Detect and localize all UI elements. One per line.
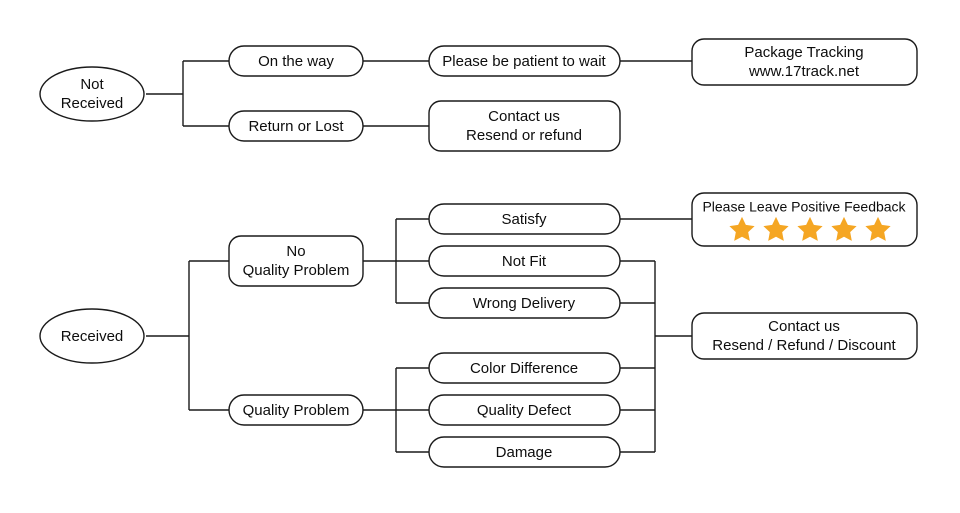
node-contact-us-resend-refund-discount[interactable]: Contact us Resend / Refund / Discount bbox=[691, 312, 918, 360]
node-damage[interactable]: Damage bbox=[428, 436, 621, 468]
node-satisfy-label: Satisfy bbox=[501, 211, 547, 228]
node-contact-us-resend-refund-label-line1: Contact us bbox=[488, 108, 560, 125]
node-quality-defect-label: Quality Defect bbox=[477, 402, 572, 419]
not-received-connectors bbox=[146, 60, 692, 127]
node-color-difference[interactable]: Color Difference bbox=[428, 352, 621, 384]
node-not-fit[interactable]: Not Fit bbox=[428, 245, 621, 277]
node-package-tracking-label-line1: Package Tracking bbox=[744, 44, 863, 61]
node-not-fit-label: Not Fit bbox=[502, 253, 547, 270]
node-not-received-label-line1: Not bbox=[80, 76, 104, 93]
node-satisfy[interactable]: Satisfy bbox=[428, 203, 621, 235]
node-contact-us-resend-refund-discount-label-line1: Contact us bbox=[768, 318, 840, 335]
node-on-the-way[interactable]: On the way bbox=[228, 45, 364, 77]
node-quality-problem[interactable]: Quality Problem bbox=[228, 394, 364, 426]
node-please-be-patient[interactable]: Please be patient to wait bbox=[428, 45, 621, 77]
node-no-quality-problem-label-line2: Quality Problem bbox=[243, 262, 350, 279]
node-quality-problem-label: Quality Problem bbox=[243, 402, 350, 419]
node-contact-us-resend-refund-discount-label-line2: Resend / Refund / Discount bbox=[712, 337, 896, 354]
node-return-or-lost-label: Return or Lost bbox=[248, 118, 344, 135]
node-on-the-way-label: On the way bbox=[258, 53, 334, 70]
received-connectors bbox=[146, 218, 692, 453]
node-color-difference-label: Color Difference bbox=[470, 360, 578, 377]
node-package-tracking-label-line2: www.17track.net bbox=[748, 63, 860, 80]
node-no-quality-problem[interactable]: No Quality Problem bbox=[228, 235, 364, 287]
node-not-received-label-line2: Received bbox=[61, 95, 124, 112]
node-wrong-delivery-label: Wrong Delivery bbox=[473, 295, 576, 312]
node-no-quality-problem-label-line1: No bbox=[286, 243, 305, 260]
node-quality-defect[interactable]: Quality Defect bbox=[428, 394, 621, 426]
node-please-be-patient-label: Please be patient to wait bbox=[442, 53, 606, 70]
node-return-or-lost[interactable]: Return or Lost bbox=[228, 110, 364, 142]
node-received[interactable]: Received bbox=[39, 308, 145, 364]
node-contact-us-resend-refund-label-line2: Resend or refund bbox=[466, 127, 582, 144]
node-damage-label: Damage bbox=[496, 444, 553, 461]
node-received-label: Received bbox=[61, 328, 124, 345]
node-package-tracking[interactable]: Package Tracking www.17track.net bbox=[691, 38, 918, 86]
node-not-received[interactable]: Not Received bbox=[39, 66, 145, 122]
node-wrong-delivery[interactable]: Wrong Delivery bbox=[428, 287, 621, 319]
node-positive-feedback-label: Please Leave Positive Feedback bbox=[702, 199, 906, 215]
node-contact-us-resend-refund[interactable]: Contact us Resend or refund bbox=[428, 100, 621, 152]
node-positive-feedback[interactable]: Please Leave Positive Feedback bbox=[691, 192, 918, 247]
